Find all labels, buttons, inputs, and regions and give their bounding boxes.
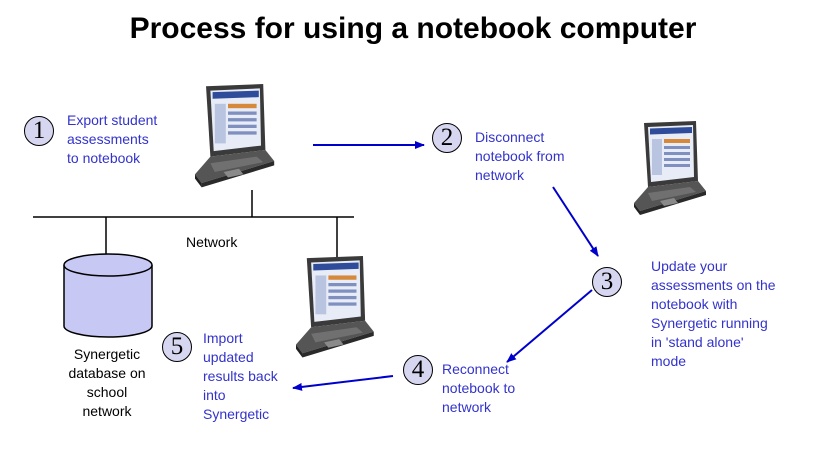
step-1-number: 1: [24, 116, 54, 146]
arrow-step3-to-step4: [506, 289, 593, 363]
arrow-step4-to-step5: [292, 375, 394, 391]
arrow-step2-to-step3: [552, 186, 599, 257]
step-5-text: Import updated results back into Synerge…: [203, 330, 278, 422]
step-3-text: Update your assessments on the notebook …: [651, 258, 776, 369]
step-4-text: Reconnect notebook to network: [442, 361, 516, 415]
network-line: [33, 190, 354, 258]
step-1-text: Export student assessments to notebook: [67, 112, 158, 166]
laptop-icon: [634, 121, 706, 215]
database-icon: [63, 253, 153, 338]
network-label: Network: [186, 234, 238, 250]
arrows: [292, 141, 599, 391]
step-3-number: 3: [592, 267, 622, 297]
database-label: Synergetic database on school network: [68, 346, 146, 419]
step-4-number: 4: [403, 355, 433, 385]
step-2-number: 2: [432, 123, 462, 153]
laptop-icon: [195, 84, 275, 188]
step-2-text: Disconnect notebook from network: [475, 129, 565, 183]
diagram-title: Process for using a notebook computer: [129, 12, 697, 45]
step-5-number: 5: [162, 332, 192, 362]
laptop-icon: [296, 256, 374, 358]
